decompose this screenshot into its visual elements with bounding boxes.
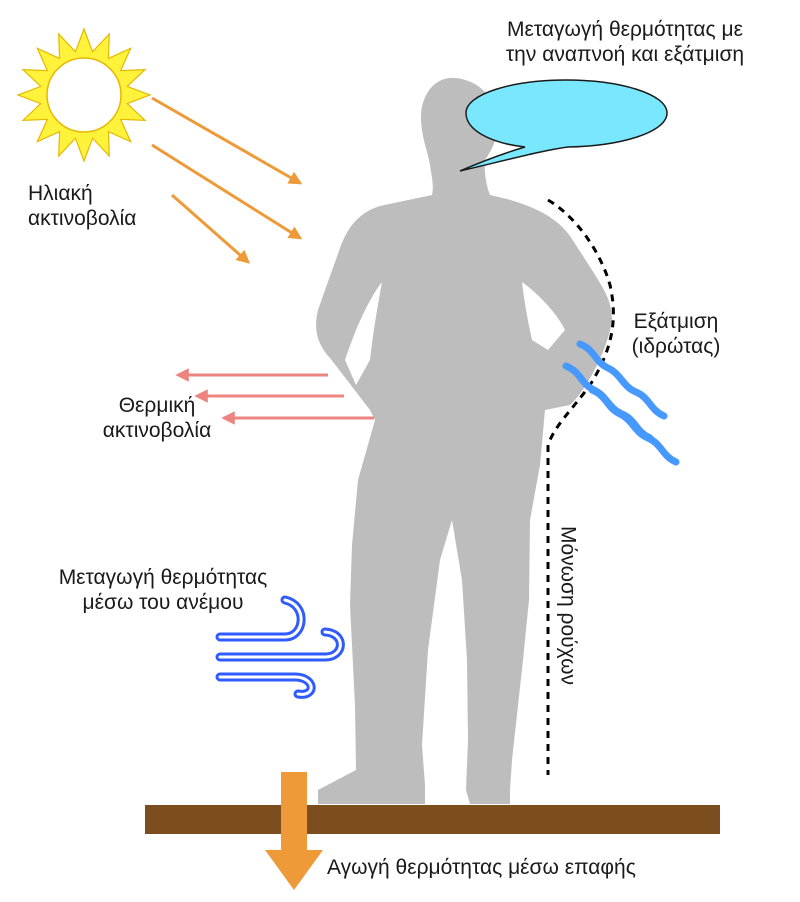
wind-icon <box>215 595 345 699</box>
solar-arrow <box>151 96 303 185</box>
solar-radiation-arrows <box>151 96 303 264</box>
breath-label-line2: την αναπνοή και εξάτμιση <box>505 43 745 66</box>
solar-arrow <box>171 193 251 264</box>
breath-label-line1: Μεταγωγή θερμότητας με <box>507 18 743 41</box>
ground-bar <box>145 805 720 834</box>
wind-label-line1: Μεταγωγή θερμότητας <box>58 566 268 589</box>
sun-icon <box>16 27 152 163</box>
wind-label-line2: μέσω του ανέμου <box>82 591 244 614</box>
thermal-radiation-arrows <box>175 368 374 425</box>
solar-radiation-label-line1: Ηλιακή <box>28 182 93 205</box>
thermal-radiation-label-line2: ακτινοβολία <box>102 419 212 442</box>
clothing-insulation-label: Μόνωση ρούχων <box>556 525 580 685</box>
sweat-waves-icon <box>562 340 680 466</box>
sweat-label-line1: Εξάτμιση <box>633 310 719 333</box>
solar-radiation-label-line2: ακτινοβολία <box>28 207 137 230</box>
contact-conduction-label: Αγωγή θερμότητας μέσω επαφής <box>327 856 636 879</box>
sweat-label-line2: (ιδρώτας) <box>631 335 721 358</box>
person-silhouette <box>316 77 612 805</box>
contact-arrow-icon <box>265 772 323 890</box>
speech-bubble-icon <box>459 79 668 172</box>
thermal-radiation-label-line1: Θερμική <box>118 394 196 417</box>
solar-arrow <box>151 143 303 240</box>
